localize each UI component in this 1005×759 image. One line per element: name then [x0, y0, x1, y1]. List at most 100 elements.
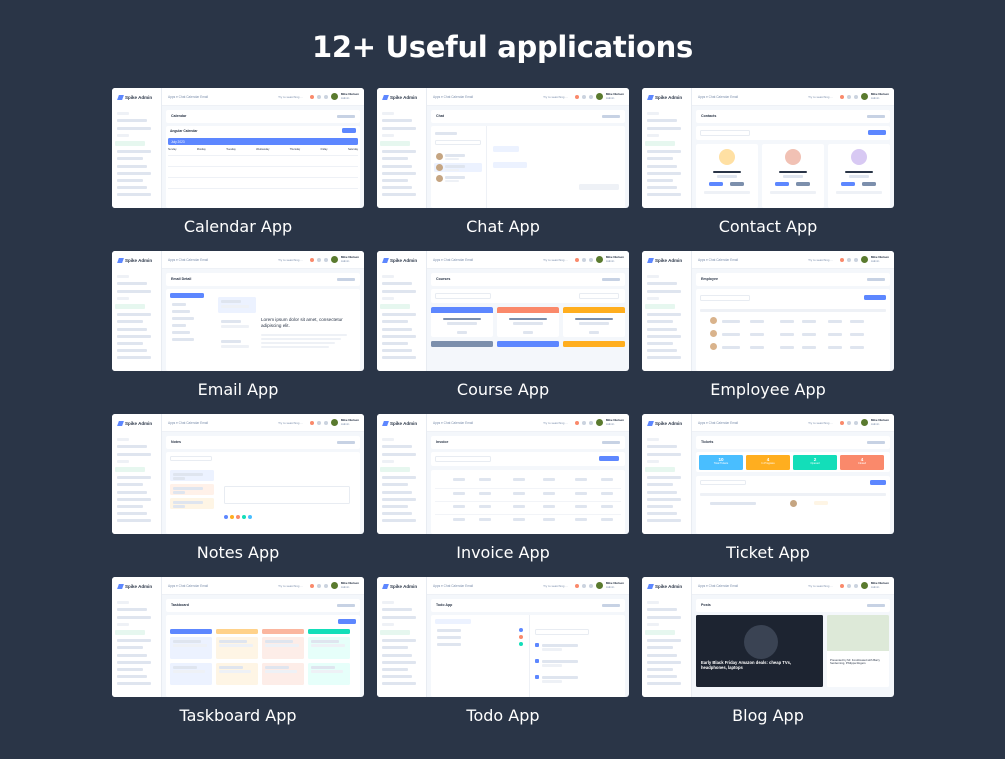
app-tile-employee[interactable]: Spike Admin Apps ▾ Chat Calendar Email T… — [642, 251, 894, 414]
app-tile-notes[interactable]: Spike Admin Apps ▾ Chat Calendar Email T… — [112, 414, 364, 577]
app-tile-contact[interactable]: Spike Admin Apps ▾ Chat Calendar Email T… — [642, 88, 894, 251]
search-input[interactable]: Try to searching ... — [808, 257, 833, 262]
cart-icon[interactable] — [316, 420, 321, 425]
course-app-screenshot[interactable]: Spike Admin Apps ▾ Chat Calendar Email T… — [377, 251, 629, 371]
search-input[interactable]: Try to searching ... — [278, 257, 303, 262]
search-input[interactable]: Try to searching ... — [543, 257, 568, 262]
app-tile-todo[interactable]: Spike Admin Apps ▾ Chat Calendar Email T… — [377, 577, 629, 740]
breadcrumb[interactable] — [867, 114, 885, 118]
notification-icon[interactable] — [574, 420, 579, 425]
search-input[interactable]: Try to searching ... — [808, 94, 833, 99]
notification-icon[interactable] — [574, 257, 579, 262]
cart-icon[interactable] — [581, 420, 586, 425]
cart-icon[interactable] — [846, 420, 851, 425]
calendar-app-screenshot[interactable]: Spike Admin Apps ▾ Chat Calendar Email T… — [112, 88, 364, 208]
breadcrumb[interactable] — [867, 603, 885, 607]
notification-icon[interactable] — [309, 257, 314, 262]
app-tile-chat[interactable]: Spike Admin Apps ▾ Chat Calendar Email T… — [377, 88, 629, 251]
cart-icon[interactable] — [316, 257, 321, 262]
notification-icon[interactable] — [309, 420, 314, 425]
search-input[interactable]: Try to searching ... — [808, 420, 833, 425]
avatar[interactable] — [330, 93, 338, 100]
search-input[interactable]: Try to searching ... — [543, 420, 568, 425]
cart-icon[interactable] — [581, 257, 586, 262]
message-icon[interactable] — [323, 94, 328, 99]
message-icon[interactable] — [853, 420, 858, 425]
avatar[interactable] — [595, 256, 603, 263]
message-icon[interactable] — [323, 257, 328, 262]
blog-side-title[interactable]: Presented by Mr. Fondimated with Barry S… — [830, 658, 880, 666]
breadcrumb[interactable] — [602, 114, 620, 118]
avatar[interactable] — [330, 582, 338, 589]
notification-icon[interactable] — [309, 94, 314, 99]
app-tile-course[interactable]: Spike Admin Apps ▾ Chat Calendar Email T… — [377, 251, 629, 414]
notes-app-screenshot[interactable]: Spike Admin Apps ▾ Chat Calendar Email T… — [112, 414, 364, 534]
message-icon[interactable] — [323, 583, 328, 588]
avatar[interactable] — [860, 93, 868, 100]
app-tile-blog[interactable]: Spike Admin Apps ▾ Chat Calendar Email T… — [642, 577, 894, 740]
avatar[interactable] — [595, 582, 603, 589]
ticket-app-screenshot[interactable]: Spike Admin Apps ▾ Chat Calendar Email T… — [642, 414, 894, 534]
breadcrumb[interactable] — [867, 277, 885, 281]
cart-icon[interactable] — [316, 94, 321, 99]
breadcrumb[interactable] — [602, 603, 620, 607]
todo-app-screenshot[interactable]: Spike Admin Apps ▾ Chat Calendar Email T… — [377, 577, 629, 697]
contact-app-screenshot[interactable]: Spike Admin Apps ▾ Chat Calendar Email T… — [642, 88, 894, 208]
message-icon[interactable] — [588, 257, 593, 262]
cart-icon[interactable] — [846, 257, 851, 262]
notification-icon[interactable] — [839, 420, 844, 425]
breadcrumb[interactable] — [337, 440, 355, 444]
breadcrumb[interactable] — [602, 440, 620, 444]
app-tile-invoice[interactable]: Spike Admin Apps ▾ Chat Calendar Email T… — [377, 414, 629, 577]
avatar[interactable] — [860, 419, 868, 426]
notification-icon[interactable] — [574, 94, 579, 99]
avatar[interactable] — [330, 256, 338, 263]
search-input[interactable]: Try to searching ... — [543, 583, 568, 588]
app-tile-taskboard[interactable]: Spike Admin Apps ▾ Chat Calendar Email T… — [112, 577, 364, 740]
cart-icon[interactable] — [581, 583, 586, 588]
blog-featured-title[interactable]: Early Black Friday Amazon deals: cheap T… — [701, 660, 792, 670]
chat-app-screenshot[interactable]: Spike Admin Apps ▾ Chat Calendar Email T… — [377, 88, 629, 208]
notification-icon[interactable] — [839, 583, 844, 588]
search-input[interactable]: Try to searching ... — [278, 94, 303, 99]
avatar[interactable] — [330, 419, 338, 426]
employee-app-screenshot[interactable]: Spike Admin Apps ▾ Chat Calendar Email T… — [642, 251, 894, 371]
blog-app-screenshot[interactable]: Spike Admin Apps ▾ Chat Calendar Email T… — [642, 577, 894, 697]
cart-icon[interactable] — [316, 583, 321, 588]
avatar[interactable] — [860, 582, 868, 589]
search-input[interactable]: Try to searching ... — [808, 583, 833, 588]
message-icon[interactable] — [853, 257, 858, 262]
breadcrumb[interactable] — [602, 277, 620, 281]
invoice-app-screenshot[interactable]: Spike Admin Apps ▾ Chat Calendar Email T… — [377, 414, 629, 534]
message-icon[interactable] — [588, 420, 593, 425]
notification-icon[interactable] — [309, 583, 314, 588]
message-icon[interactable] — [588, 94, 593, 99]
avatar[interactable] — [860, 256, 868, 263]
app-tile-calendar[interactable]: Spike Admin Apps ▾ Chat Calendar Email T… — [112, 88, 364, 251]
breadcrumb[interactable] — [867, 440, 885, 444]
avatar[interactable] — [595, 419, 603, 426]
app-tile-ticket[interactable]: Spike Admin Apps ▾ Chat Calendar Email T… — [642, 414, 894, 577]
cart-icon[interactable] — [846, 94, 851, 99]
avatar[interactable] — [595, 93, 603, 100]
message-icon[interactable] — [323, 420, 328, 425]
cart-icon[interactable] — [581, 94, 586, 99]
app-tile-email[interactable]: Spike Admin Apps ▾ Chat Calendar Email T… — [112, 251, 364, 414]
message-icon[interactable] — [588, 583, 593, 588]
search-input[interactable]: Try to searching ... — [278, 420, 303, 425]
message-icon[interactable] — [853, 94, 858, 99]
breadcrumb[interactable] — [337, 603, 355, 607]
notification-icon[interactable] — [839, 94, 844, 99]
search-input[interactable]: Try to searching ... — [278, 583, 303, 588]
notification-icon[interactable] — [839, 257, 844, 262]
email-app-screenshot[interactable]: Spike Admin Apps ▾ Chat Calendar Email T… — [112, 251, 364, 371]
message-icon[interactable] — [853, 583, 858, 588]
search-input[interactable]: Try to searching ... — [543, 94, 568, 99]
breadcrumb[interactable] — [337, 114, 355, 118]
breadcrumb[interactable] — [337, 277, 355, 281]
notification-icon[interactable] — [574, 583, 579, 588]
